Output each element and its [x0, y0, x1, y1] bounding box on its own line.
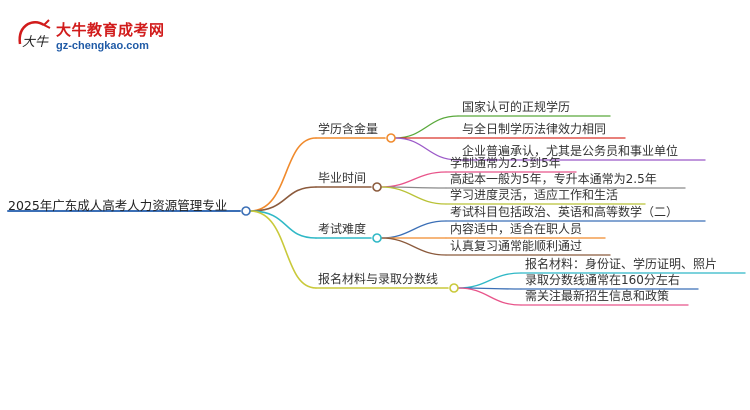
branch-connector [249, 210, 317, 239]
branch-connector [249, 210, 317, 289]
leaf-topic[interactable]: 录取分数线通常在160分左右 [525, 273, 680, 287]
leaf-topic[interactable]: 学习进度灵活，适应工作和生活 [450, 188, 619, 202]
leaf-topic[interactable]: 考试科目包括政治、英语和高等数学（二） [450, 205, 679, 219]
leaf-connector [394, 137, 459, 161]
branch-topic[interactable]: 学历含金量 [318, 122, 379, 136]
root-topic[interactable]: 2025年广东成人高考人力资源管理专业 [8, 198, 228, 213]
leaf-topic[interactable]: 企业普遍承认，尤其是公务员和事业单位 [462, 144, 679, 158]
logo-site-name: 大牛教育成考网 [56, 21, 165, 39]
branch-connector [249, 137, 317, 212]
branch-topic[interactable]: 报名材料与录取分数线 [318, 272, 439, 286]
bull-logo-icon: 大牛 [18, 19, 51, 50]
leaf-connector [380, 186, 447, 205]
logo-site-url: gz-chengkao.com [56, 40, 149, 52]
leaf-topic[interactable]: 高起本一般为5年，专升本通常为2.5年 [450, 172, 657, 186]
leaf-connector [457, 272, 522, 289]
leaf-connector [380, 171, 447, 188]
branch-connector [249, 186, 317, 212]
leaf-topic[interactable]: 需关注最新招生信息和政策 [525, 289, 670, 303]
branch-topic[interactable]: 考试难度 [318, 222, 367, 236]
branch-node-circle[interactable] [386, 133, 396, 143]
leaf-topic[interactable]: 学制通常为2.5到5年 [450, 156, 561, 170]
leaf-connector [457, 287, 522, 306]
branch-node-circle[interactable] [372, 182, 382, 192]
leaf-connector [394, 115, 459, 139]
branch-topic[interactable]: 毕业时间 [318, 171, 367, 185]
leaf-connector [380, 220, 447, 239]
site-logo[interactable]: 大牛 大牛教育成考网 gz-chengkao.com [14, 16, 174, 56]
svg-text:大牛: 大牛 [22, 35, 49, 50]
leaf-topic[interactable]: 认真复习通常能顺利通过 [450, 239, 583, 253]
branch-node-circle[interactable] [449, 283, 459, 293]
branch-node-circle[interactable] [372, 233, 382, 243]
leaf-connector [380, 237, 447, 256]
leaf-topic[interactable]: 与全日制学历法律效力相同 [462, 122, 607, 136]
leaf-topic[interactable]: 报名材料：身份证、学历证明、照片 [525, 257, 718, 271]
leaf-topic[interactable]: 国家认可的正规学历 [462, 100, 571, 114]
root-node-circle[interactable] [241, 206, 251, 216]
leaf-topic[interactable]: 内容适中，适合在职人员 [450, 222, 583, 236]
